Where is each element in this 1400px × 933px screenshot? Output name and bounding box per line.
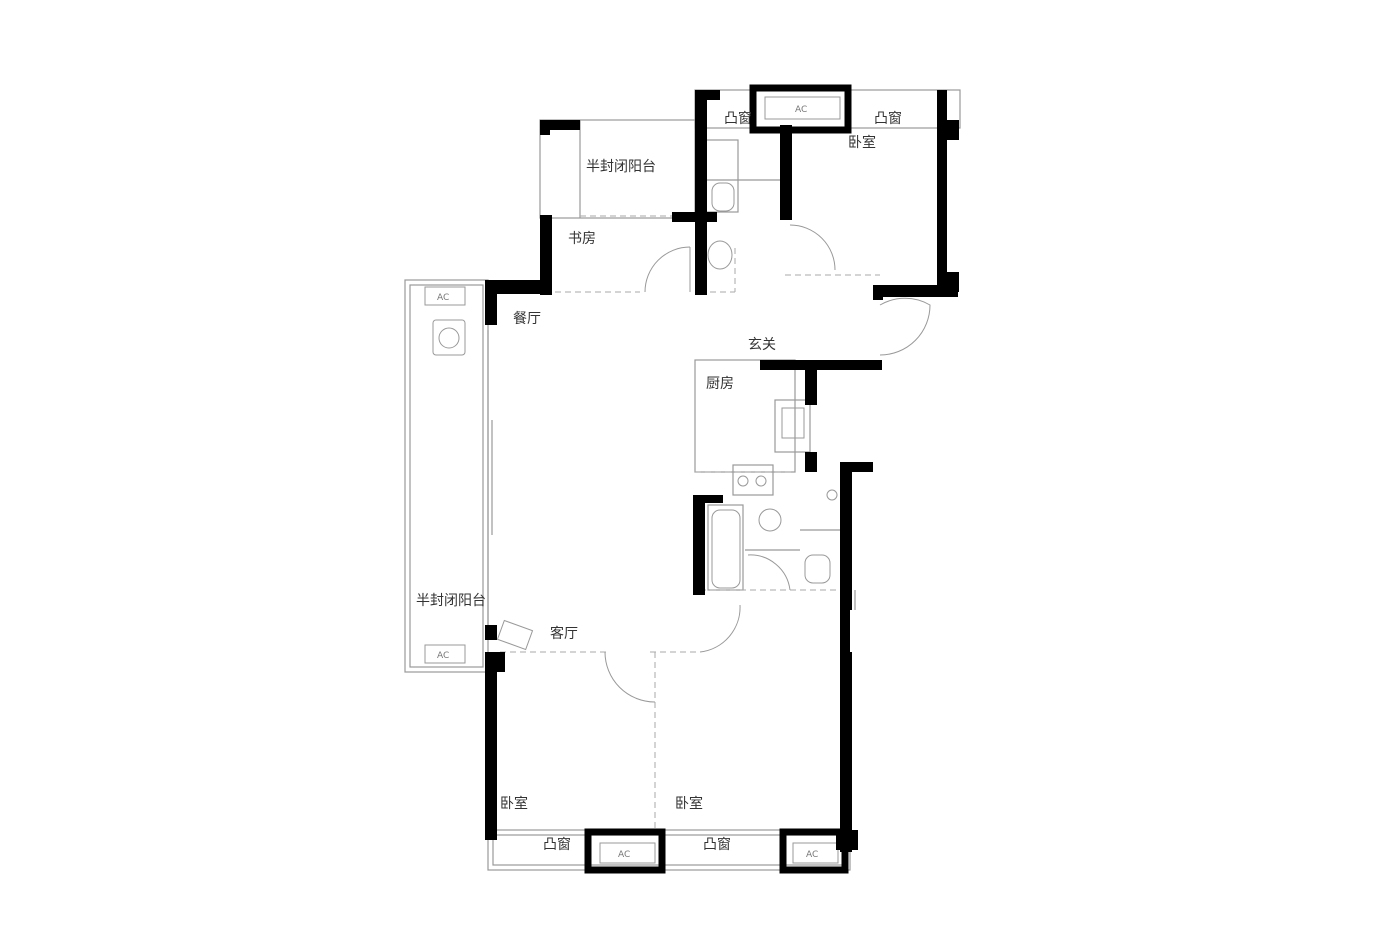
bathtub-icon: [711, 509, 741, 589]
bay-window-ne-right-label: 凸窗: [874, 111, 902, 127]
ac-units: AC AC AC AC AC: [424, 96, 841, 864]
kitchen-label: 厨房: [706, 376, 734, 392]
ac-label: AC: [806, 850, 818, 860]
structural-walls: [485, 84, 959, 874]
bedroom-ne-label: 卧室: [848, 135, 876, 151]
washer-icon: [432, 319, 466, 356]
toilet-icon-south: [804, 554, 831, 584]
bedroom-se-label: 卧室: [675, 796, 703, 812]
ac-label: AC: [795, 105, 807, 115]
sink-icon: [781, 407, 805, 439]
stove-icon: [737, 475, 749, 487]
living-label: 客厅: [550, 626, 578, 642]
foyer-label: 玄关: [748, 337, 776, 353]
dashed-partitions: [500, 215, 880, 830]
toilet-icon: [711, 182, 735, 212]
ac-label: AC: [618, 850, 630, 860]
dining-label: 餐厅: [513, 311, 541, 327]
bay-window-ne-left-label: 凸窗: [724, 111, 752, 127]
door-swings: [604, 224, 931, 703]
study-label: 书房: [568, 231, 596, 247]
balcony-west-label: 半封闭阳台: [416, 593, 486, 609]
balcony-north-label: 半封闭阳台: [586, 159, 656, 175]
plant-icon: [826, 489, 838, 501]
ac-label: AC: [437, 651, 449, 661]
bay-window-sw-label: 凸窗: [543, 837, 571, 853]
bay-window-se-label: 凸窗: [703, 837, 731, 853]
basin-icon-south: [758, 508, 782, 532]
basin-icon: [707, 240, 733, 270]
ac-label: AC: [437, 293, 449, 303]
fixtures: [432, 182, 838, 589]
bedroom-sw-label: 卧室: [500, 796, 528, 812]
